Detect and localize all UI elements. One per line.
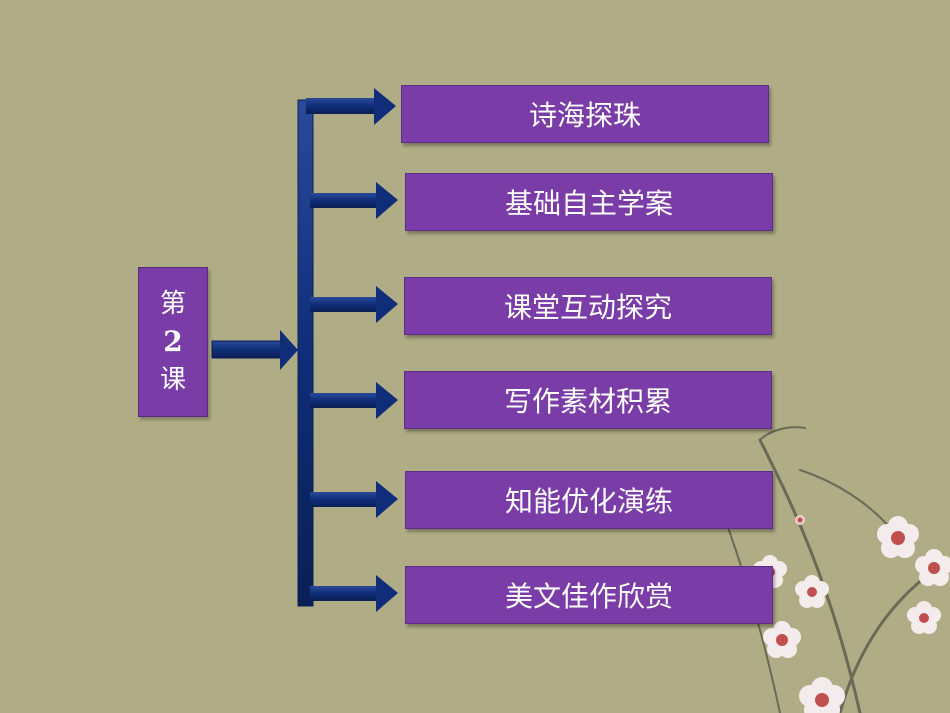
menu-item-poetry-gems[interactable]: 诗海探珠 <box>401 85 769 143</box>
branch-arrow-2 <box>310 182 398 219</box>
menu-item-label: 知能优化演练 <box>504 485 673 518</box>
lesson-number: 2 <box>163 325 183 358</box>
menu-item-self-study[interactable]: 基础自主学案 <box>405 173 773 231</box>
menu-item-label: 美文佳作欣赏 <box>504 580 673 613</box>
lesson-char-ke: 课 <box>159 365 186 395</box>
branch-arrow-6 <box>310 575 398 612</box>
branch-arrow-1 <box>306 88 396 125</box>
branch-arrow-4 <box>310 382 398 419</box>
branch-arrows <box>306 88 398 612</box>
menu-item-essay-appreciation[interactable]: 美文佳作欣赏 <box>405 566 773 624</box>
menu-item-practice[interactable]: 知能优化演练 <box>405 471 773 529</box>
menu-item-label: 基础自主学案 <box>504 187 673 220</box>
main-connector-arrow <box>211 330 298 370</box>
menu-item-classroom-inquiry[interactable]: 课堂互动探究 <box>404 277 772 335</box>
menu-item-label: 课堂互动探究 <box>503 291 672 324</box>
menu-item-label: 写作素材积累 <box>503 385 672 418</box>
blossom-flowers <box>753 515 950 713</box>
branch-arrow-5 <box>310 481 398 518</box>
menu-item-label: 诗海探珠 <box>528 99 641 132</box>
branch-arrow-3 <box>310 286 398 323</box>
lesson-char-di: 第 <box>159 289 186 319</box>
vertical-trunk-line <box>297 99 314 607</box>
menu-item-writing-materials[interactable]: 写作素材积累 <box>404 371 772 429</box>
lesson-label-box: 第 2 课 <box>138 267 208 417</box>
